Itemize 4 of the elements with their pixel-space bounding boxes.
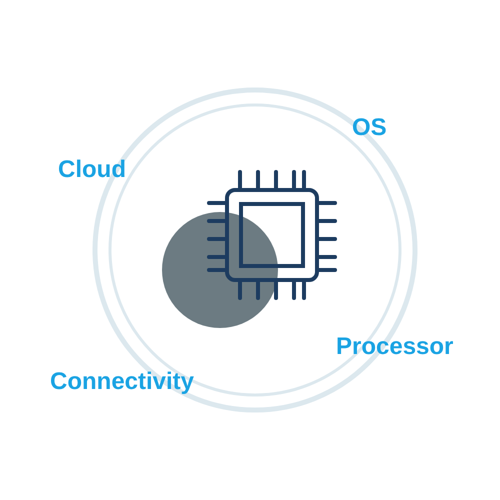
- topic-label: Cloud: [58, 156, 126, 184]
- topic-label: OS: [352, 114, 387, 142]
- topic-label: Connectivity: [50, 368, 194, 396]
- topic-label: Processor: [336, 333, 454, 361]
